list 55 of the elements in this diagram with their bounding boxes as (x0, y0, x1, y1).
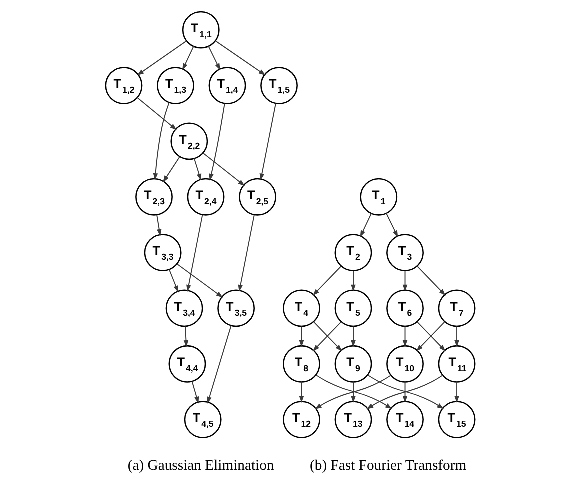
arrow (402, 326, 408, 348)
node-circle: T$_{3,3}$ (144, 234, 182, 272)
node-circle: T$_{3}$ (386, 234, 424, 272)
node-circle: T$_{2,3}$ (136, 178, 173, 216)
arrow (360, 213, 372, 238)
arrow (186, 214, 204, 292)
arrow (163, 156, 180, 183)
node-circle: T$_{5}$ (334, 290, 372, 328)
arrow (137, 40, 188, 76)
arrow (238, 214, 255, 292)
arrow (351, 326, 356, 348)
arrow (207, 326, 232, 404)
label: (b) Fast Fourier Transform (310, 458, 467, 474)
arrow (299, 326, 304, 348)
arrow (176, 264, 224, 298)
arrow (299, 382, 304, 404)
arrow (454, 326, 460, 348)
node-circle: T$_{1,2}$ (105, 67, 143, 104)
arrow (215, 40, 266, 76)
node-circle: T$_{2}$ (334, 234, 372, 272)
arrow (402, 382, 408, 404)
arrow (209, 103, 226, 181)
arrow (184, 326, 189, 348)
arrow (156, 214, 162, 236)
label: (a) Gaussian Elimination (128, 458, 274, 474)
node-circle: T$_{1,1}$ (182, 11, 220, 49)
arrow (402, 270, 408, 292)
node-circle: T$_{1,3}$ (157, 67, 194, 104)
node-circle: T$_{3,4}$ (166, 290, 204, 328)
arrow (454, 382, 460, 404)
node-circle: T$_{12}$ (283, 401, 320, 438)
arrow (169, 269, 179, 293)
arrow (386, 213, 398, 238)
arrow (417, 266, 446, 296)
node-circle: T$_{1}$ (360, 178, 398, 216)
arrow (153, 102, 170, 180)
node-circle: T$_{13}$ (334, 401, 372, 438)
node-circle: T$_{4,5}$ (184, 401, 222, 438)
arrow (351, 382, 356, 404)
arrow (208, 46, 220, 70)
arrow (137, 97, 178, 130)
node-circle: T$_{2,4}$ (187, 178, 225, 216)
arrow (260, 103, 276, 181)
node-circle: T$_{14}$ (386, 401, 424, 438)
arrow (192, 381, 200, 404)
node-circle: T$_{1,5}$ (260, 67, 298, 104)
arrow (194, 158, 202, 181)
arrow (312, 266, 342, 296)
node-circle: T$_{1,4}$ (208, 67, 246, 104)
arrow (182, 46, 194, 70)
node-circle: T$_{4,4}$ (168, 345, 206, 383)
node-circle: T$_{3,5}$ (218, 290, 255, 328)
node-circle: T$_{6}$ (386, 290, 424, 328)
arrow (351, 270, 356, 292)
arrow (202, 152, 246, 186)
